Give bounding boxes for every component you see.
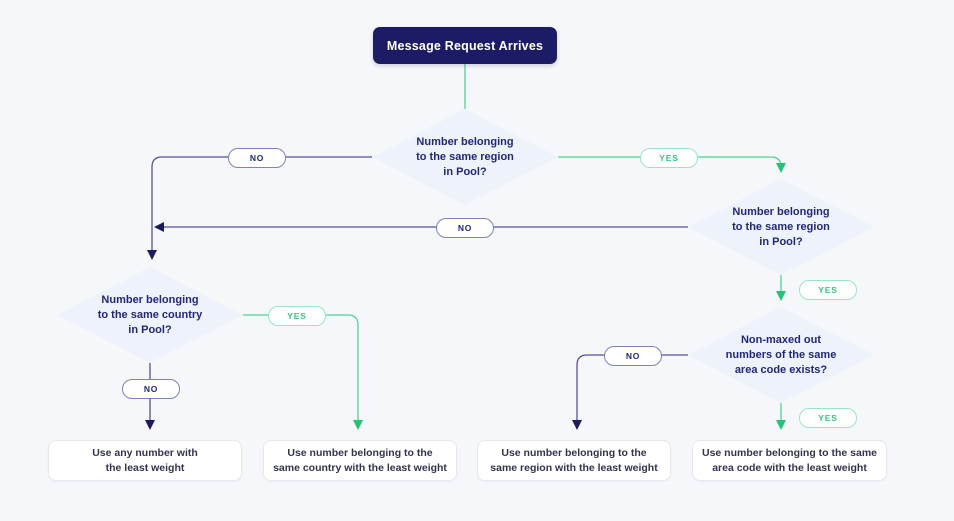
edge-label-no-d2: NO (436, 218, 494, 238)
start-node-label: Message Request Arrives (386, 38, 544, 53)
result-same-region: Use number belonging to the same region … (477, 440, 671, 481)
edge-label-no-d4: NO (604, 346, 662, 366)
edge-label-yes-d2: YES (799, 280, 857, 300)
result-any-number: Use any number with the least weight (48, 440, 242, 481)
decision-non-maxed-area-code-label: Non-maxed out numbers of the same area c… (725, 333, 837, 376)
edge-label-yes-d3: YES (268, 306, 326, 326)
edge-d4-no (572, 354, 688, 430)
edge-label-yes-d4: YES (799, 408, 857, 428)
edge-d1-no (147, 156, 372, 260)
edge-d3-yes (243, 314, 363, 430)
edge-d1-yes (558, 156, 786, 173)
result-same-area-code: Use number belonging to the same area co… (692, 440, 887, 481)
edge-label-yes-d1: YES (640, 148, 698, 168)
decision-same-region-2-label: Number belonging to the same region in P… (732, 205, 830, 248)
edge-label-no-d3: NO (122, 379, 180, 399)
edge-label-no-d1: NO (228, 148, 286, 168)
start-node: Message Request Arrives (373, 27, 557, 64)
result-same-country: Use number belonging to the same country… (263, 440, 457, 481)
decision-same-region-1-label: Number belonging to the same region in P… (416, 135, 514, 178)
decision-same-country-label: Number belonging to the same country in … (97, 293, 203, 336)
